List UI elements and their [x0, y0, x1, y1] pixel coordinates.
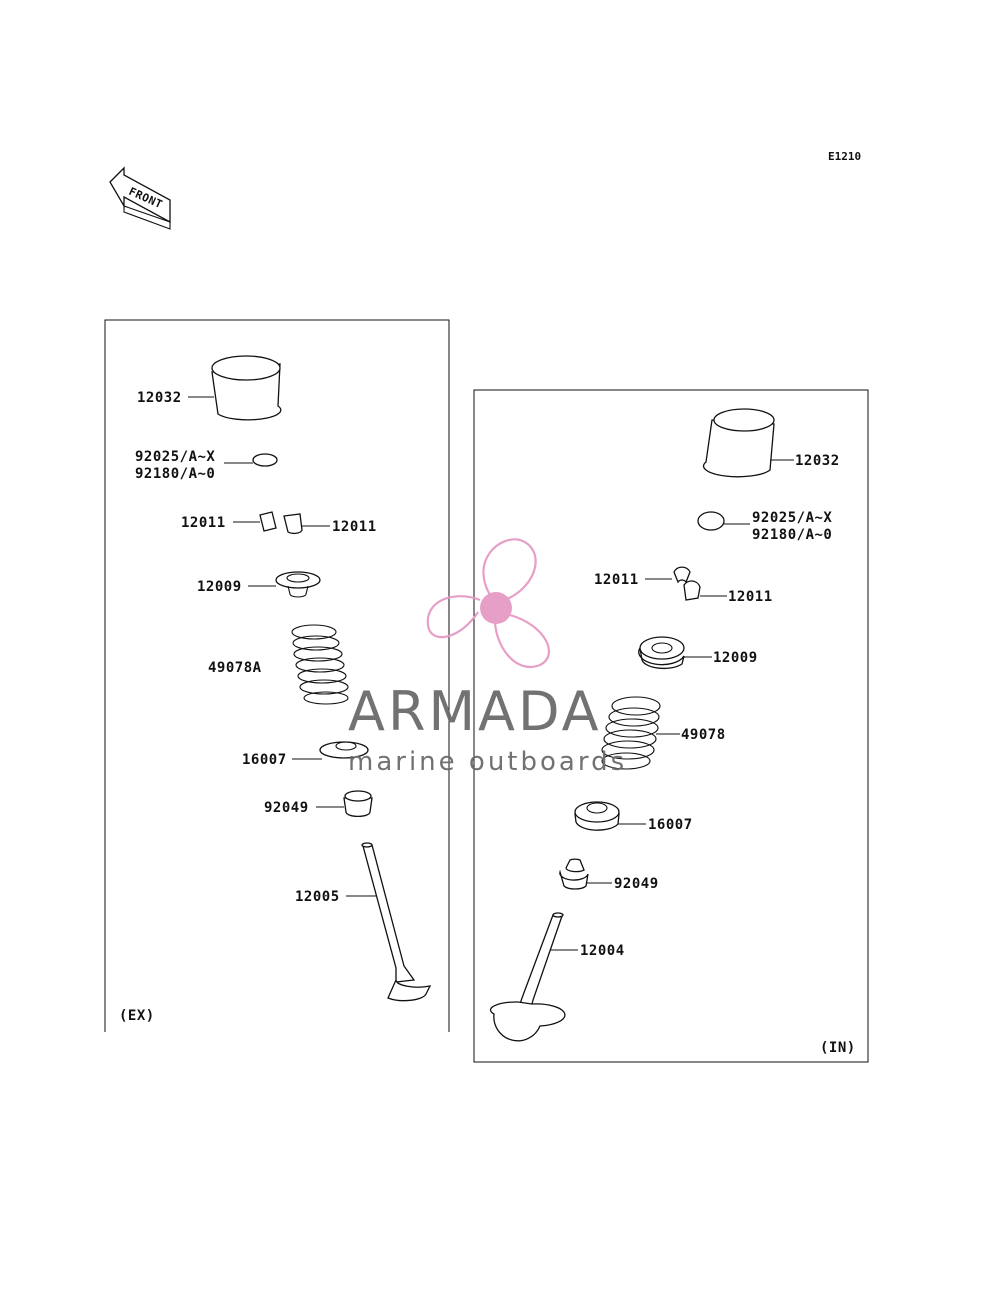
in-oil-seal-drawing: [559, 858, 589, 890]
in-cotter-right-label: 12011: [728, 589, 773, 605]
ex-spring-drawing: [291, 624, 349, 705]
in-cotter-drawing: [673, 566, 701, 601]
ex-shim-label-b: 92180/A~0: [135, 466, 215, 482]
ex-section-label: (EX): [119, 1008, 155, 1024]
front-arrow-icon: FRONT: [109, 166, 171, 230]
in-valve-label: 12004: [580, 943, 625, 959]
in-oil-seal-label: 92049: [614, 876, 659, 892]
ex-valve-label: 12005: [295, 889, 340, 905]
ex-cotter-drawing: [259, 511, 303, 535]
exhaust-frame: [104, 319, 450, 1032]
ex-spring-seat-drawing: [319, 741, 369, 759]
ex-cotter-right-label: 12011: [332, 519, 377, 535]
in-shim-label-a: 92025/A~X: [752, 510, 832, 526]
in-tappet-label: 12032: [795, 453, 840, 469]
propeller-logo-icon: [426, 538, 551, 668]
in-spring-seat-label: 16007: [648, 817, 693, 833]
in-retainer-label: 12009: [713, 650, 758, 666]
in-section-label: (IN): [820, 1040, 856, 1056]
watermark-tagline: marine outboards: [348, 747, 627, 777]
in-spring-label: 49078: [681, 727, 726, 743]
ex-oil-seal-drawing: [343, 790, 373, 818]
ex-cotter-left-label: 12011: [181, 515, 226, 531]
ex-shim-drawing: [252, 453, 278, 467]
in-cotter-left-label: 12011: [594, 572, 639, 588]
ex-spring-seat-label: 16007: [242, 752, 287, 768]
in-spring-drawing: [601, 696, 661, 770]
ex-spring-label: 49078A: [208, 660, 262, 676]
watermark: ARMADA marine outboards: [348, 538, 627, 777]
in-valve-drawing: [489, 912, 566, 1042]
ex-tappet-label: 12032: [137, 390, 182, 406]
in-tappet-drawing: [702, 408, 775, 478]
diagram-code: E1210: [828, 150, 861, 163]
in-spring-seat-drawing: [574, 801, 620, 831]
ex-shim-label-a: 92025/A~X: [135, 449, 215, 465]
ex-retainer-drawing: [275, 571, 321, 598]
in-shim-drawing: [697, 511, 725, 531]
in-shim-label-b: 92180/A~0: [752, 527, 832, 543]
ex-tappet-drawing: [211, 355, 282, 421]
ex-valve-drawing: [361, 842, 432, 1002]
watermark-brand: ARMADA: [348, 680, 602, 743]
intake-frame: [473, 389, 869, 1063]
in-retainer-drawing: [638, 636, 685, 670]
ex-retainer-label: 12009: [197, 579, 242, 595]
ex-oil-seal-label: 92049: [264, 800, 309, 816]
